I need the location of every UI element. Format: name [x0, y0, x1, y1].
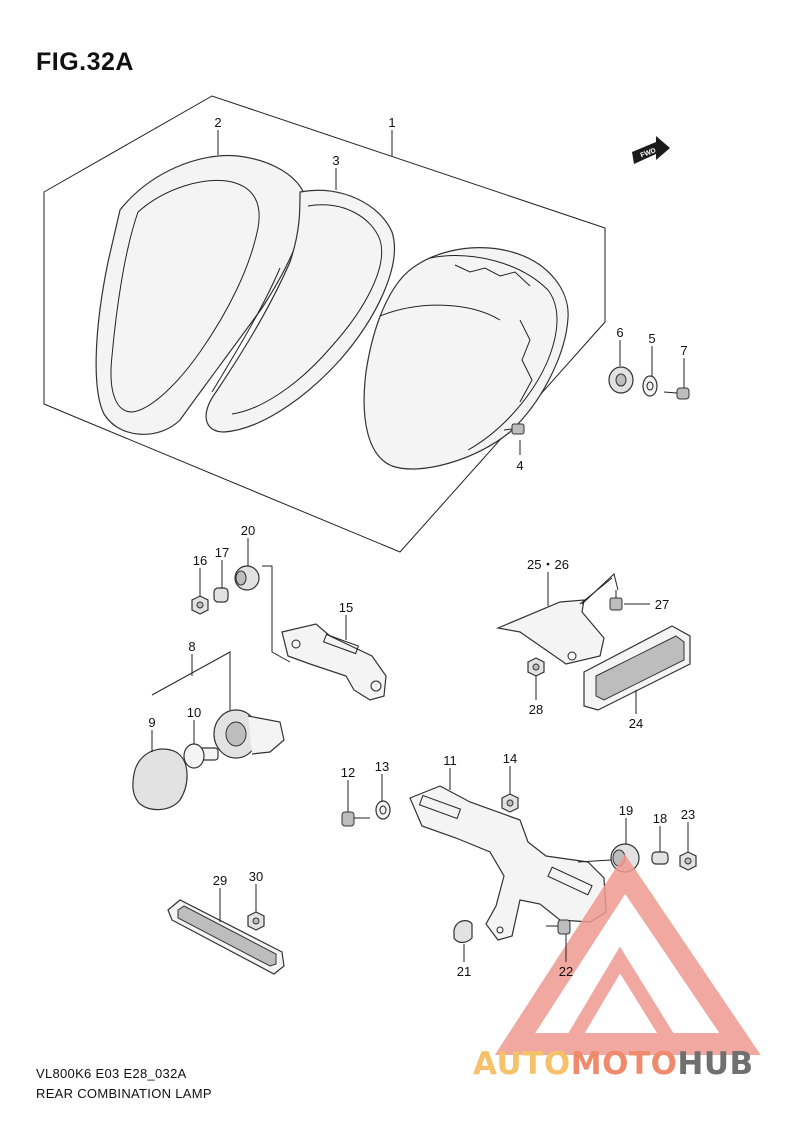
part-bulb-10	[183, 743, 219, 769]
figure-name: REAR COMBINATION LAMP	[36, 1086, 212, 1101]
leader-lines	[151, 130, 689, 962]
watermark-brand: AUTOMOTOHUB	[473, 1046, 754, 1082]
part-nut-16	[191, 595, 209, 615]
part-screw-4	[503, 423, 525, 435]
fwd-arrow-icon: FWD	[632, 136, 670, 164]
callout-12: 12	[341, 765, 355, 780]
part-grommet-6	[608, 366, 634, 394]
callout-7: 7	[680, 343, 687, 358]
callout-28: 28	[529, 702, 543, 717]
part-washer-5	[642, 375, 658, 397]
part-screw-27	[609, 590, 623, 611]
part-washer-13	[375, 800, 391, 820]
callout-10: 10	[187, 705, 201, 720]
callout-5: 5	[648, 331, 655, 346]
callout-3: 3	[332, 153, 339, 168]
part-cap-21	[453, 920, 473, 944]
watermark-logo-icon	[494, 854, 761, 1055]
part-nut-28	[527, 657, 545, 677]
part-lens-rim	[95, 154, 307, 435]
callout-18: 18	[653, 811, 667, 826]
part-screw-7	[663, 387, 690, 400]
callout-1: 1	[388, 115, 395, 130]
callout-27: 27	[655, 597, 669, 612]
callout-13: 13	[375, 759, 389, 774]
callout-29: 29	[213, 873, 227, 888]
part-nut-23	[679, 851, 697, 871]
part-bracket-25-26	[495, 577, 613, 665]
part-lamp-socket-8	[213, 709, 285, 759]
assembly-outline	[43, 95, 606, 553]
callout-19: 19	[619, 803, 633, 818]
callout-11: 11	[443, 753, 457, 768]
part-bolt-12	[341, 811, 370, 827]
callout-21: 21	[457, 964, 471, 979]
part-bolt-22	[546, 919, 571, 935]
callout-8: 8	[188, 639, 195, 654]
part-gasket	[205, 189, 395, 433]
callout-17: 17	[215, 545, 229, 560]
watermark-part-hub: HUB	[677, 1046, 754, 1082]
part-nut-30	[247, 911, 265, 931]
callout-20: 20	[241, 523, 255, 538]
callout-23: 23	[681, 807, 695, 822]
part-spacer-18	[651, 851, 669, 865]
callout-14: 14	[503, 751, 517, 766]
figure-code: VL800K6 E03 E28_032A	[36, 1066, 187, 1081]
part-grommet-20	[234, 565, 260, 591]
part-nut-14	[501, 793, 519, 813]
part-bracket-15	[281, 623, 387, 701]
callout-2: 2	[214, 115, 221, 130]
part-reflector-24	[583, 625, 691, 711]
part-lamp-housing	[363, 247, 569, 470]
callout-4: 4	[516, 458, 523, 473]
figure-title: FIG.32A	[36, 48, 134, 76]
part-spacer-17	[213, 587, 229, 603]
part-bracket-11	[409, 785, 607, 941]
callout-25-26: 25・26	[527, 557, 569, 572]
part-reflector-29	[167, 899, 285, 975]
callout-9: 9	[148, 715, 155, 730]
watermark-part-moto: MOTO	[570, 1046, 678, 1082]
part-lens-9	[132, 748, 188, 811]
watermark-part-auto: AUTO	[473, 1046, 571, 1082]
callout-labels: 1 2 3 4 5 6 7 8 9 10 11 12 13 14 15 16 1…	[148, 115, 695, 979]
callout-16: 16	[193, 553, 207, 568]
callout-6: 6	[616, 325, 623, 340]
callout-24: 24	[629, 716, 643, 731]
callout-15: 15	[339, 600, 353, 615]
callout-22: 22	[559, 964, 573, 979]
callout-30: 30	[249, 869, 263, 884]
